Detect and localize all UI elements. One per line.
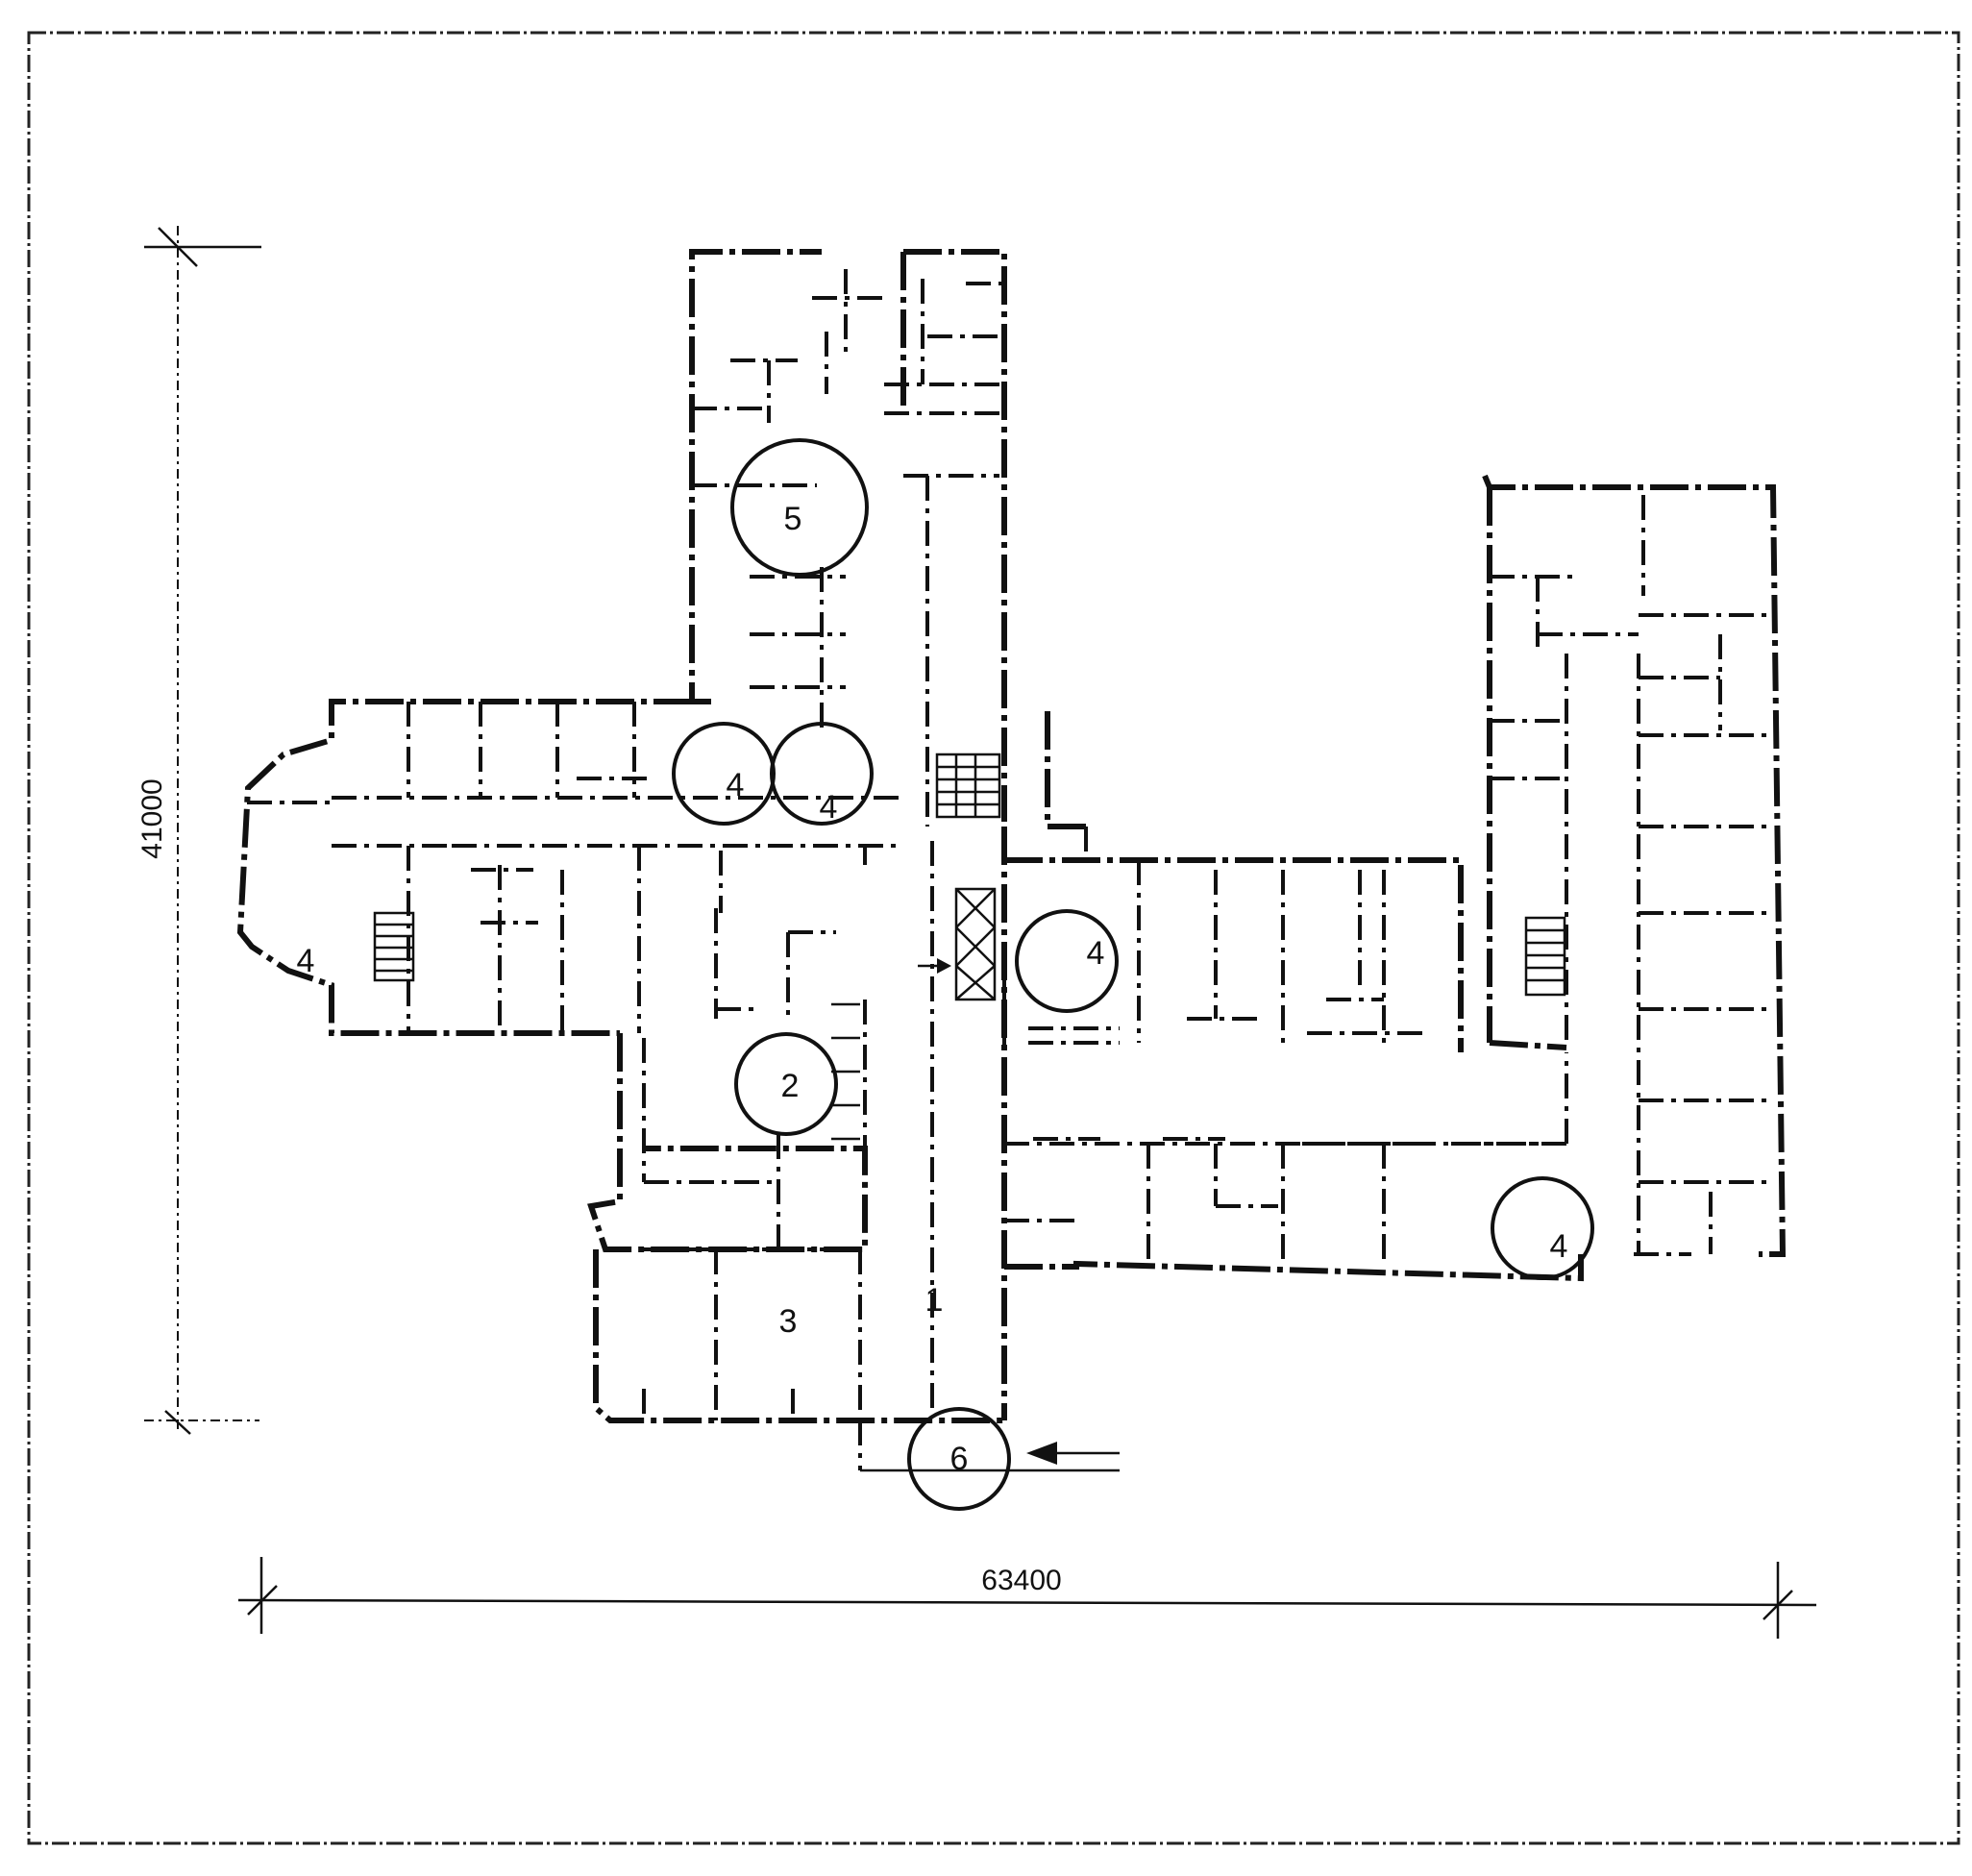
far-east-wing — [1482, 474, 1787, 1257]
main-corridor — [918, 827, 1007, 1420]
label-6: 6 — [950, 1441, 969, 1477]
circle-4-north-left: 4 — [672, 722, 776, 826]
west-wing — [236, 699, 903, 1036]
drawing-frame — [27, 31, 1960, 1845]
label-4-a: 4 — [727, 767, 745, 803]
width-dimension: 63400 — [237, 1557, 1817, 1639]
width-label: 63400 — [981, 1565, 1061, 1596]
label-4-b: 4 — [820, 789, 838, 826]
label-3: 3 — [779, 1303, 798, 1340]
south-block — [593, 1247, 1120, 1472]
circle-4-east: 4 — [1015, 909, 1119, 1013]
circle-5: 5 — [730, 438, 869, 577]
label-4-c: 4 — [297, 943, 315, 979]
elevator-core — [954, 887, 997, 1001]
circle-4-north-right: 4 — [770, 722, 874, 826]
circle-2: 2 — [734, 1032, 838, 1136]
north-stair — [935, 753, 1001, 819]
corridor-1: 1 — [925, 1282, 944, 1319]
east-wing — [1004, 711, 1584, 1282]
entrance-arrow-icon — [1026, 1442, 1120, 1465]
label-4-e: 4 — [1550, 1228, 1568, 1265]
label-4-west: 4 — [297, 943, 315, 979]
label-1: 1 — [925, 1282, 944, 1319]
circle-4-far-east: 4 — [1491, 1176, 1594, 1280]
label-2: 2 — [781, 1068, 800, 1104]
height-dimension: 41000 — [136, 226, 261, 1435]
label-4-d: 4 — [1087, 935, 1105, 972]
north-wing — [689, 249, 1007, 827]
label-5: 5 — [784, 501, 802, 537]
circle-6: 6 — [907, 1407, 1011, 1511]
room-3: 3 — [779, 1303, 798, 1340]
height-label: 41000 — [136, 778, 168, 858]
central-block — [587, 846, 868, 1252]
